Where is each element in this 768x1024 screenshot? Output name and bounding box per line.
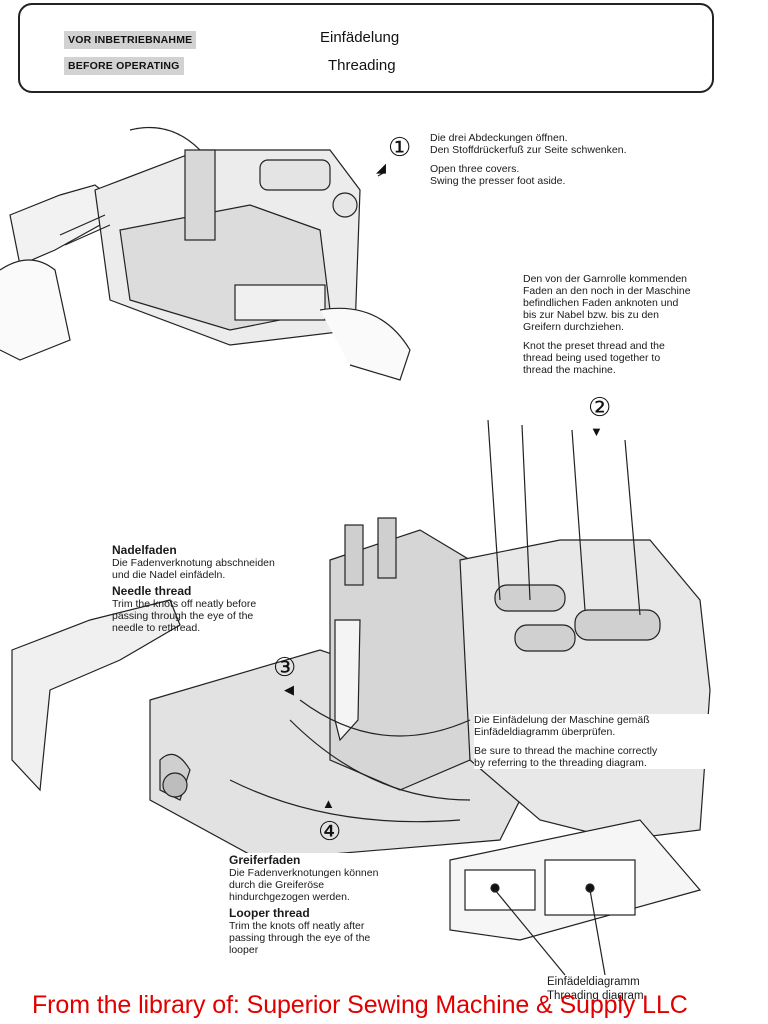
step-3-en-line-2: passing through the eye of the <box>112 610 254 622</box>
step-4-arrow-icon: ▲ <box>322 796 335 811</box>
step-3-de-line-1: Die Fadenverknotung abschneiden <box>112 557 275 569</box>
step-2-en-line-1: Knot the preset thread and the <box>523 340 665 352</box>
step-2-number: ② <box>588 392 612 422</box>
step-4-en-line-2: passing through the eye of the <box>229 932 371 944</box>
step-2-de-line-4: bis zur Nabel bzw. bis zu den <box>523 309 659 321</box>
step-4-de-line-2: durch die Greiferöse <box>229 879 325 891</box>
step-3-de-line-2: und die Nadel einfädeln. <box>112 569 226 581</box>
step-3-number: ③ <box>273 652 297 682</box>
section-label-de: VOR INBETRIEBNAHME <box>64 31 197 49</box>
step-2-de-line-3: befindlichen Faden anknoten und <box>523 297 679 309</box>
step-3-text: Nadelfaden Die Fadenverknotung abschneid… <box>112 543 332 634</box>
section-label-en: BEFORE OPERATING <box>64 57 184 75</box>
diagram-check-en-line-1: Be sure to thread the machine correctly <box>474 745 658 757</box>
step-3-arrow-icon: ◀ <box>284 682 294 697</box>
library-footer: From the library of: Superior Sewing Mac… <box>32 991 688 1019</box>
threading-diagram-callout: Einfädeldiagramm Threading diagram <box>547 975 687 1003</box>
step-1-en-line-2: Swing the presser foot aside. <box>430 175 566 187</box>
step-4-de-line-3: hindurchgezogen werden. <box>229 891 350 903</box>
step-4-heading-de: Greiferfaden <box>229 853 301 867</box>
step-2-en-line-3: thread the machine. <box>523 364 616 376</box>
step-4-en-line-3: looper <box>229 944 259 956</box>
step-2-arrow-icon: ▼ <box>590 424 603 439</box>
step-4-text: Greiferfaden Die Fadenverknotungen könne… <box>229 853 449 956</box>
step-2-de-line-1: Den von der Garnrolle kommenden <box>523 273 688 285</box>
threading-diagram-label-en: Threading diagram <box>547 990 644 1002</box>
step-4-heading-en: Looper thread <box>229 906 310 920</box>
step-4-en-line-1: Trim the knots off neatly after <box>229 920 365 932</box>
step-1-de-line-2: Den Stoffdrückerfuß zur Seite schwenken. <box>430 144 627 156</box>
step-3-en-line-1: Trim the knots off neatly before <box>112 598 257 610</box>
diagram-check-text: Die Einfädelung der Maschine gemäß Einfä… <box>474 714 764 769</box>
step-4-de-line-1: Die Fadenverknotungen können <box>229 867 379 879</box>
header-box: VOR INBETRIEBNAHME BEFORE OPERATING Einf… <box>18 3 714 93</box>
step-2-en-line-2: thread being used together to <box>523 352 661 364</box>
step-1-number: ① <box>388 132 412 162</box>
step-1-de-line-1: Die drei Abdeckungen öffnen. <box>430 132 568 144</box>
diagram-check-de-line-1: Die Einfädelung der Maschine gemäß <box>474 714 650 726</box>
page-title-de: Einfädelung <box>320 29 400 46</box>
page-title-en: Threading <box>328 57 396 74</box>
step-1-text: Die drei Abdeckungen öffnen. Den Stoffdr… <box>430 132 730 187</box>
step-2-de-line-5: Greifern durchziehen. <box>523 321 624 333</box>
diagram-check-de-line-2: Einfädeldiagramm überprüfen. <box>474 726 616 738</box>
step-3-heading-en: Needle thread <box>112 584 192 598</box>
step-4-number: ④ <box>318 816 342 846</box>
diagram-check-en-line-2: by referring to the threading diagram. <box>474 757 647 769</box>
step-2-text: Den von der Garnrolle kommenden Faden an… <box>523 273 753 376</box>
threading-diagram-label-de: Einfädeldiagramm <box>547 976 640 988</box>
step-1-arrow-icon: ◢ <box>376 160 386 175</box>
step-2-de-line-2: Faden an den noch in der Maschine <box>523 285 691 297</box>
step-3-heading-de: Nadelfaden <box>112 543 177 557</box>
step-3-en-line-3: needle to rethread. <box>112 622 201 634</box>
step-1-en-line-1: Open three covers. <box>430 163 520 175</box>
